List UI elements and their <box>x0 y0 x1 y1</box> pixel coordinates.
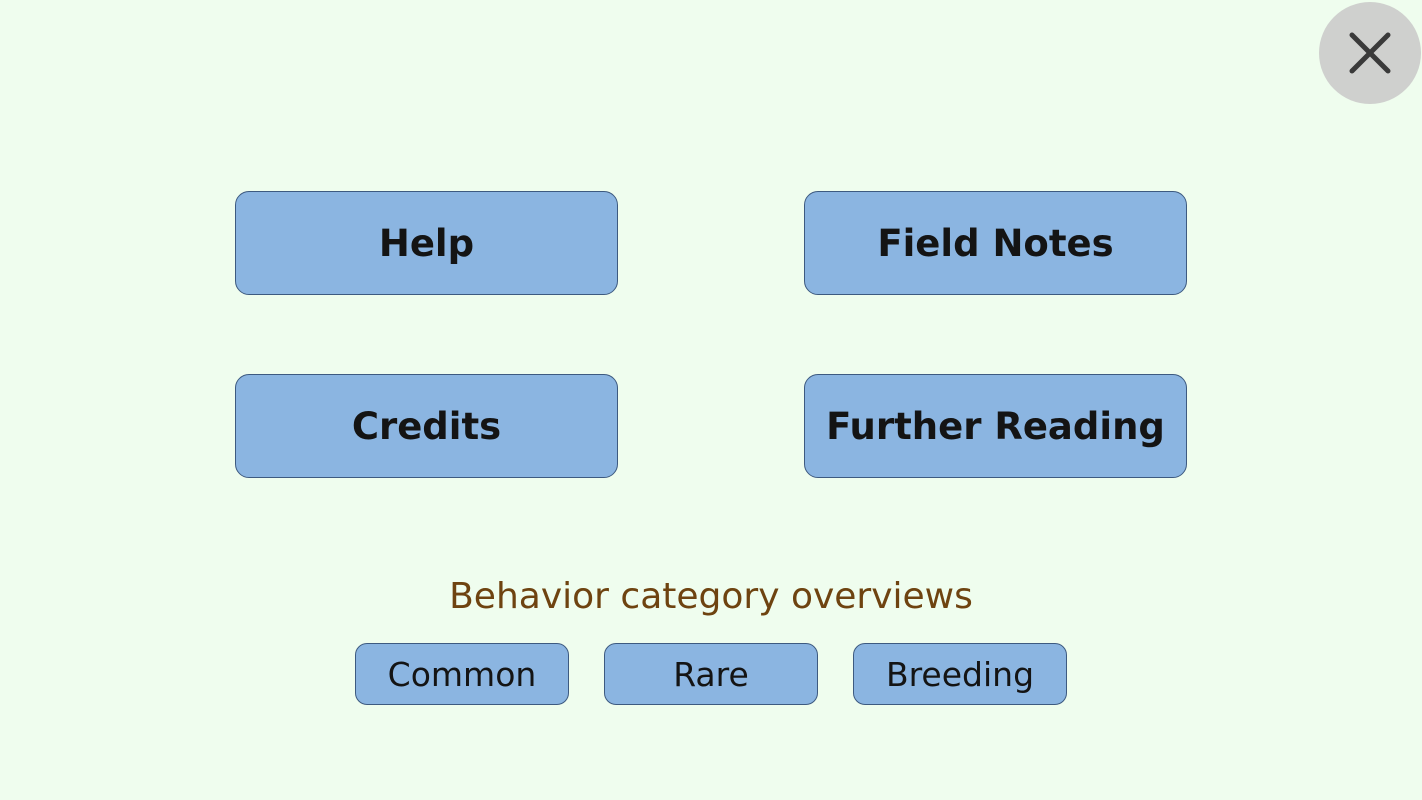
rare-button[interactable]: Rare <box>604 643 818 705</box>
breeding-button[interactable]: Breeding <box>853 643 1067 705</box>
behavior-overviews-title: Behavior category overviews <box>449 576 973 617</box>
credits-button[interactable]: Credits <box>235 374 618 478</box>
help-button[interactable]: Help <box>235 191 618 295</box>
close-button[interactable] <box>1319 2 1421 104</box>
close-icon <box>1349 32 1391 74</box>
field-notes-button[interactable]: Field Notes <box>804 191 1187 295</box>
further-reading-button[interactable]: Further Reading <box>804 374 1187 478</box>
common-button[interactable]: Common <box>355 643 569 705</box>
